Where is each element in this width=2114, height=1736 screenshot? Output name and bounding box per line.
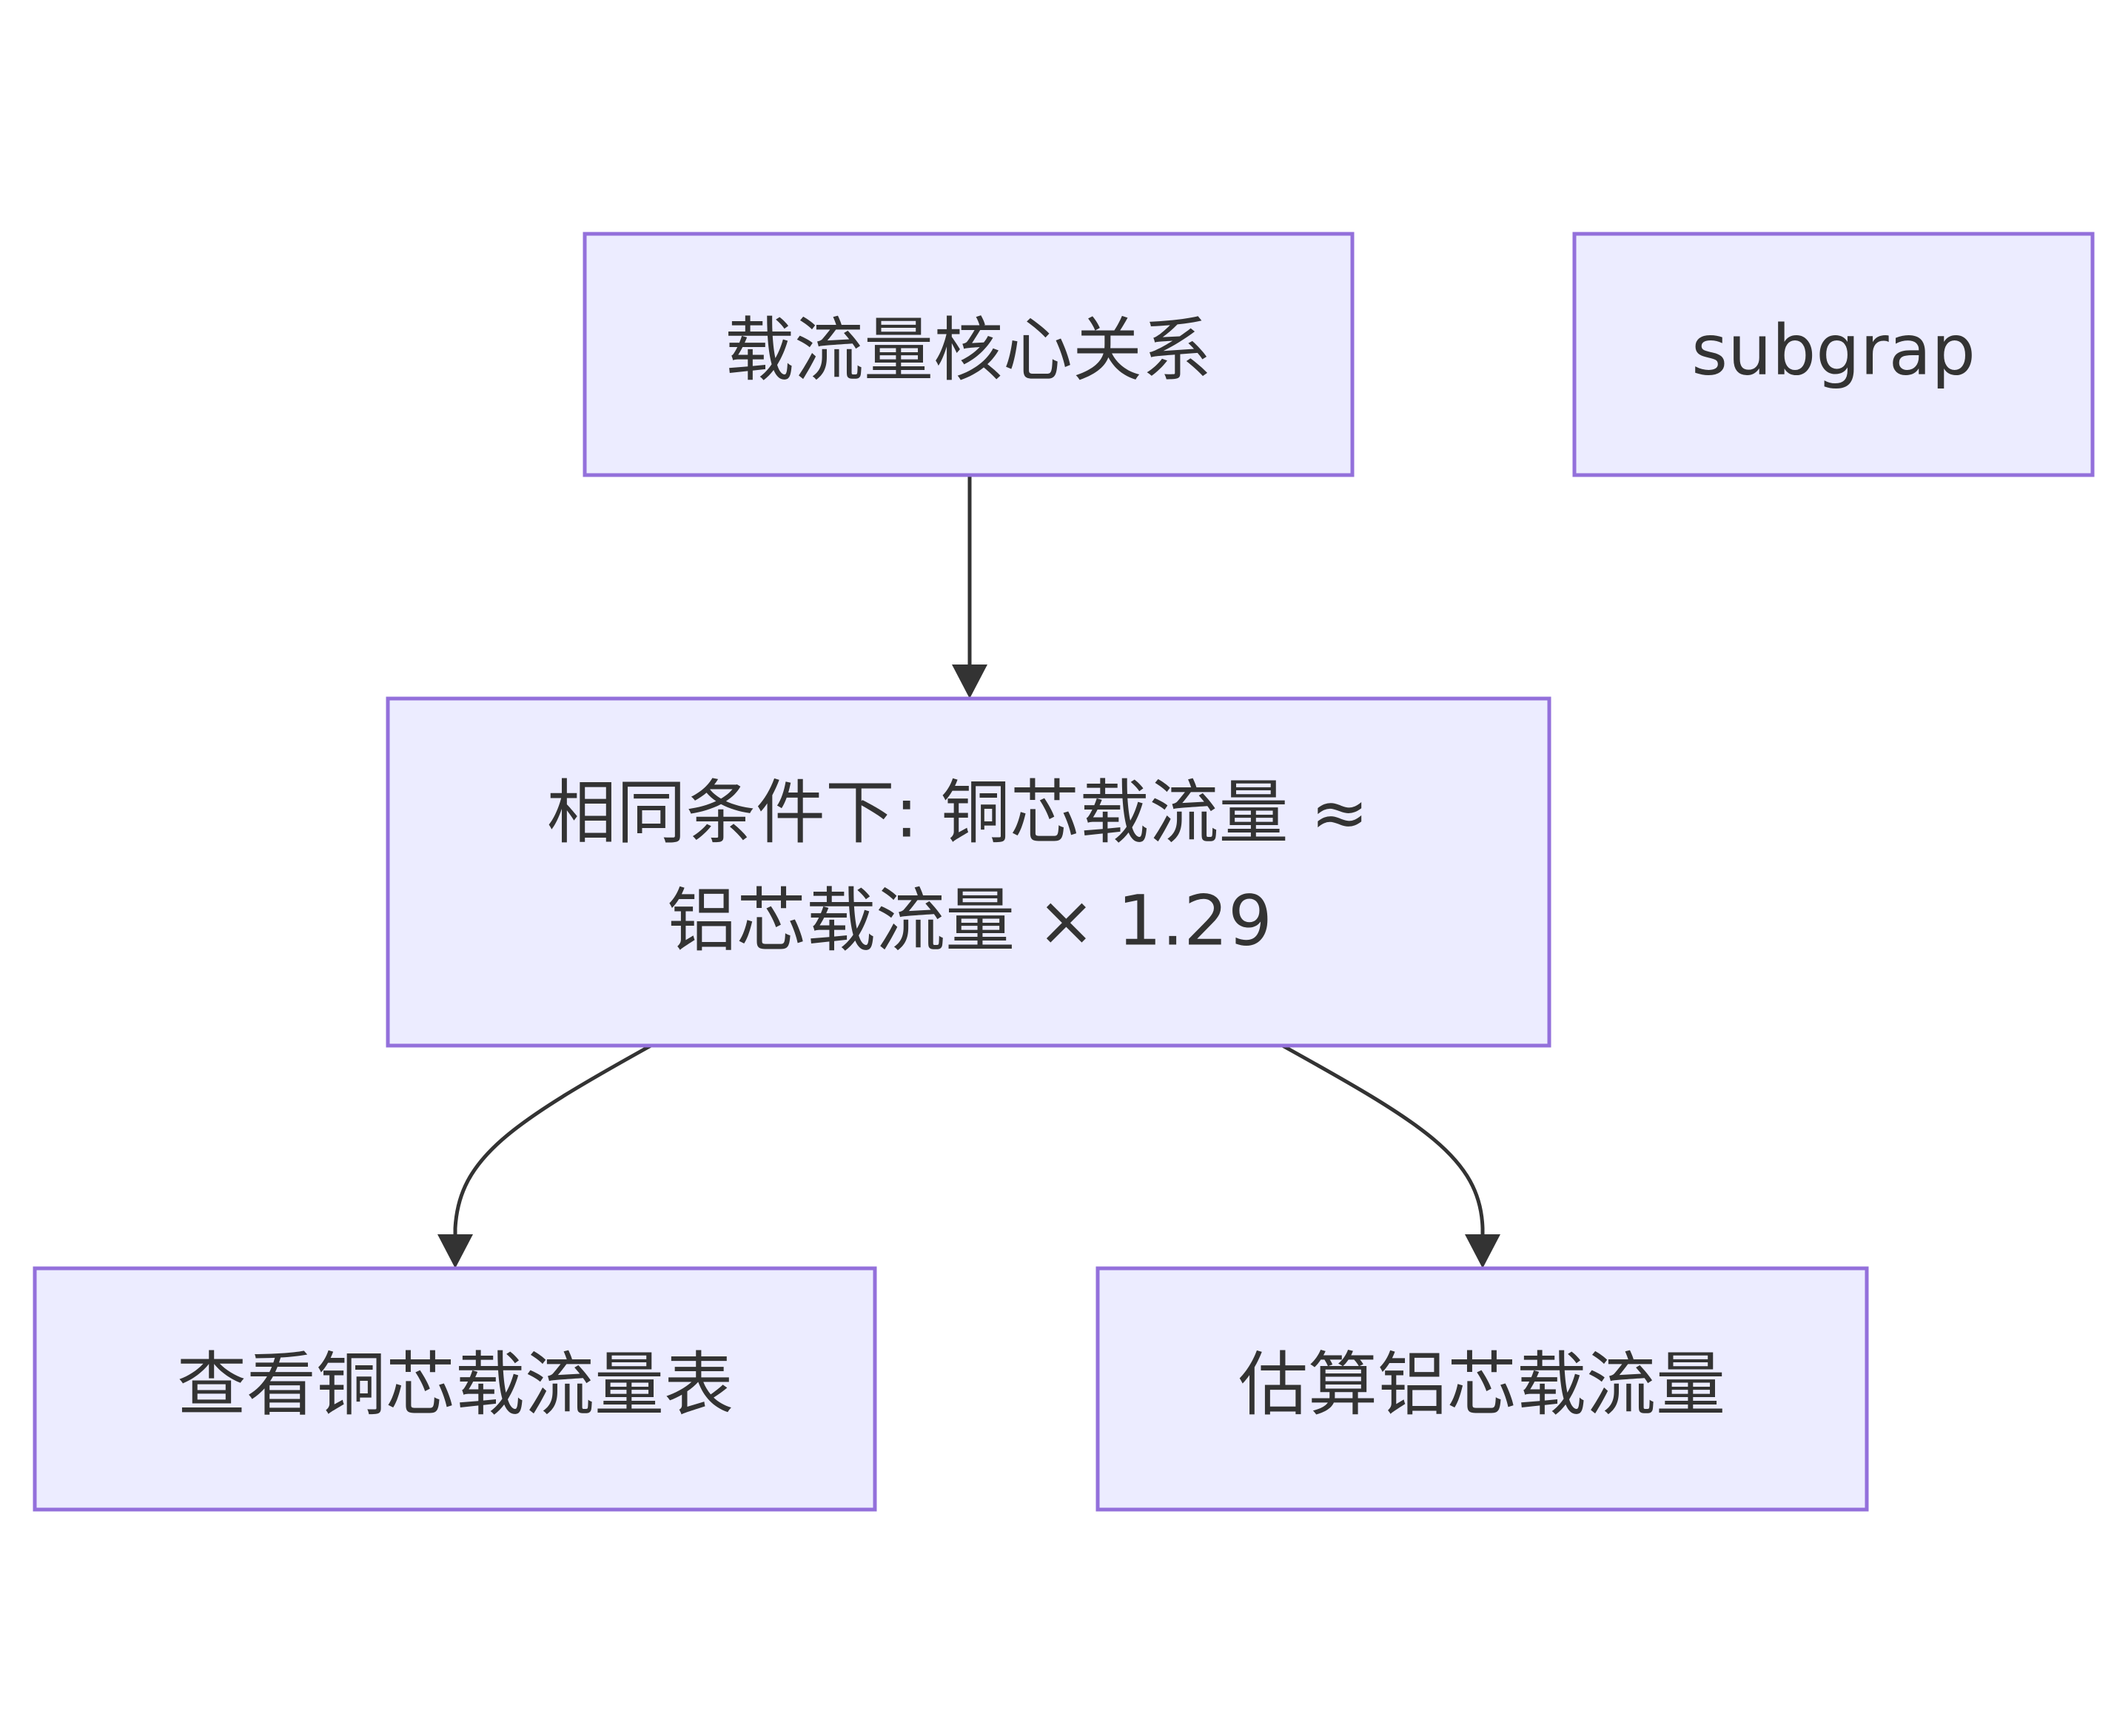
node-copper-label: 查看铜芯载流量表 <box>177 1345 734 1426</box>
node-relation-line2: 铝芯载流量 × 1.29 <box>667 881 1272 962</box>
node-relation: 相同条件下: 铜芯载流量 ≈ 铝芯载流量 × 1.29 <box>386 696 1551 1048</box>
node-core: 载流量核心关系 <box>583 232 1355 477</box>
node-aluminum-label: 估算铝芯载流量 <box>1238 1345 1725 1426</box>
node-relation-line1: 相同条件下: 铜芯载流量 ≈ <box>547 773 1369 854</box>
node-subgraph: subgrap <box>1572 232 2095 477</box>
arrowhead-relation <box>952 665 987 699</box>
node-subgraph-label: subgrap <box>1691 311 1976 391</box>
arrowhead-aluminum <box>1465 1234 1500 1268</box>
edge-relation-to-copper <box>453 1042 655 1237</box>
node-core-label: 载流量核心关系 <box>725 311 1212 391</box>
edge-relation-to-aluminum <box>1278 1042 1485 1237</box>
edges <box>437 476 1500 1268</box>
arrowhead-copper <box>437 1234 473 1268</box>
node-copper: 查看铜芯载流量表 <box>33 1266 877 1512</box>
node-aluminum: 估算铝芯载流量 <box>1095 1266 1869 1512</box>
